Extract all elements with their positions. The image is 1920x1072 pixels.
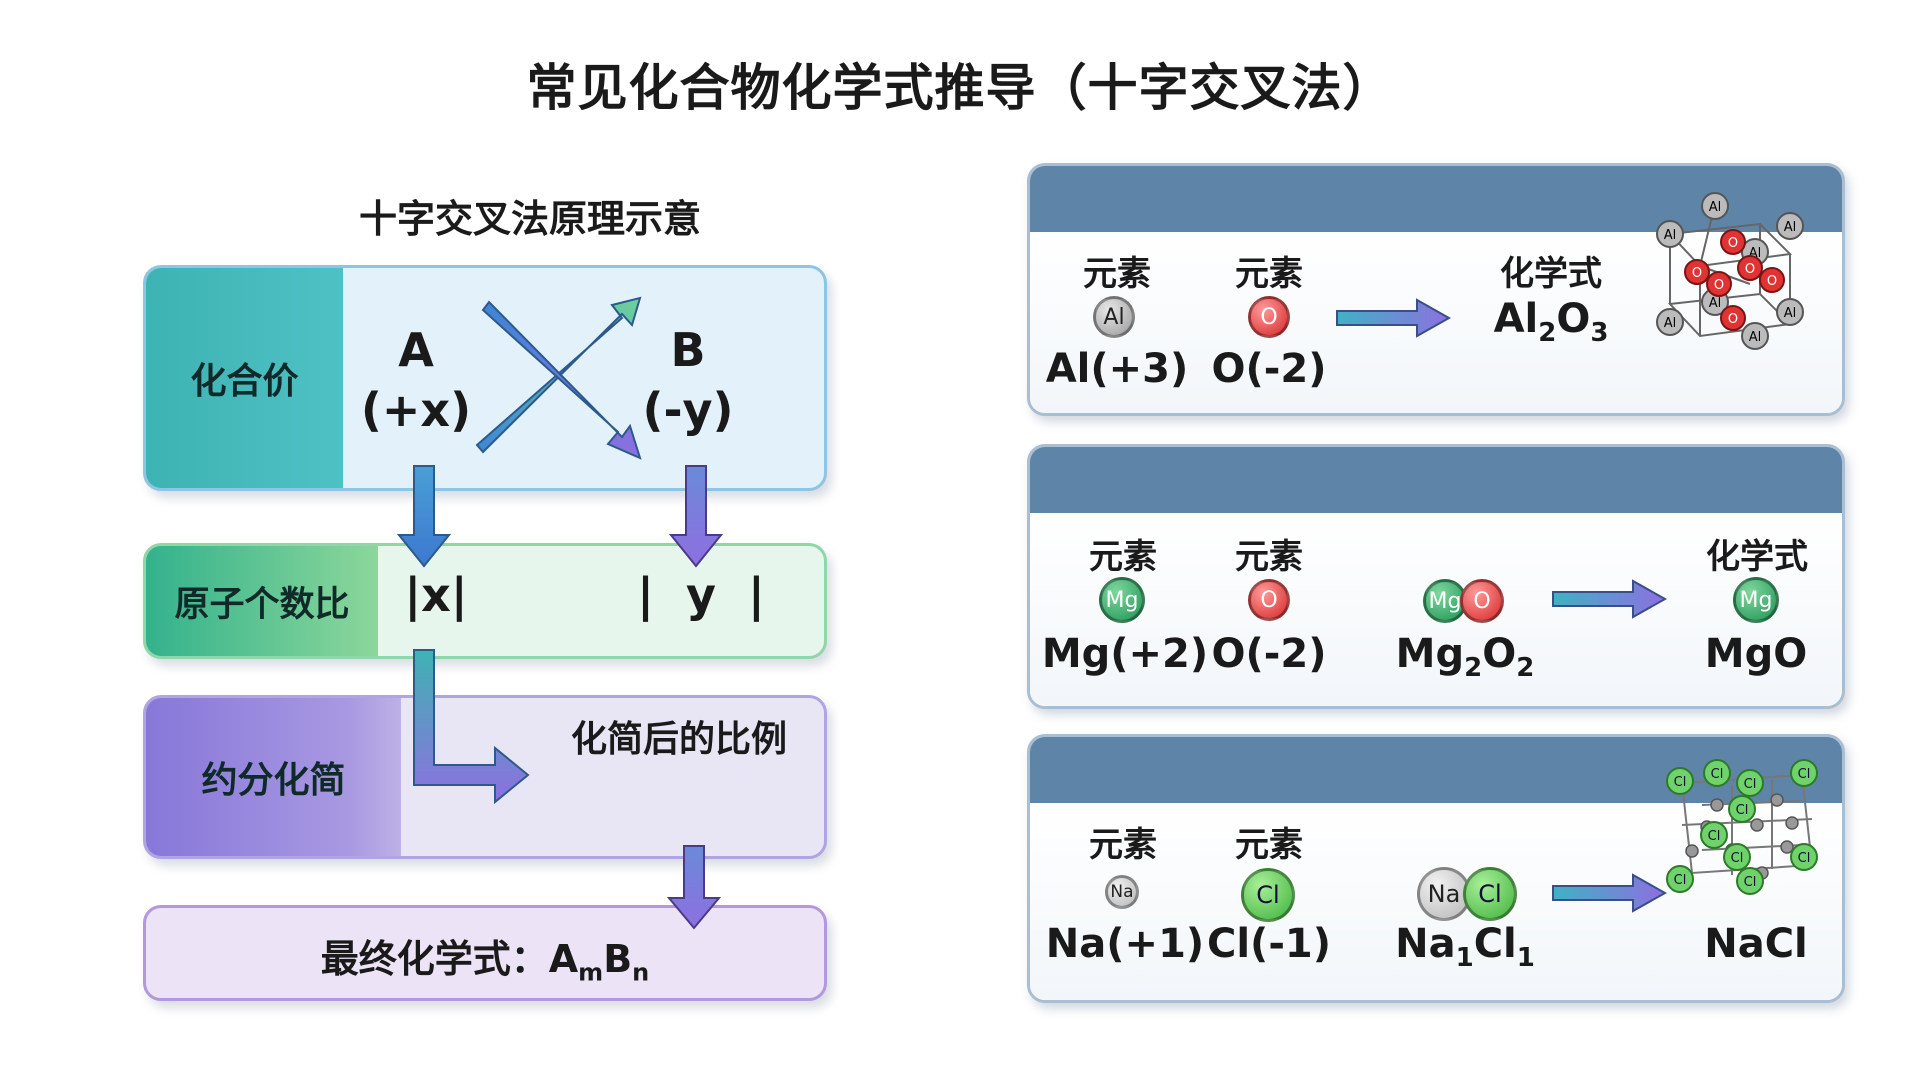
atom-icon: O: [1248, 579, 1290, 621]
svg-text:O: O: [1767, 274, 1777, 289]
valence-b: (-y): [642, 383, 734, 437]
result-formula: Al2O3: [1493, 296, 1609, 348]
svg-text:Cl: Cl: [1708, 829, 1721, 844]
svg-text:Al: Al: [1664, 316, 1677, 331]
crystal-lattice-icon: Al Al Al Al Al Al Al Al O O O O O O: [1656, 192, 1804, 350]
element-label: 元素: [1235, 825, 1303, 865]
reduce-label: 约分化简: [146, 698, 401, 856]
svg-text:Cl: Cl: [1744, 875, 1757, 890]
svg-text:Cl: Cl: [1736, 803, 1749, 818]
example-card-mgo: 元素 Mg Mg(+2) 元素 O O(-2) Mg O Mg2O2 化学式 M…: [1027, 444, 1845, 709]
svg-text:O: O: [1728, 312, 1738, 327]
svg-text:Cl: Cl: [1798, 767, 1811, 782]
ratio-box: 原子个数比 |x| | y |: [143, 543, 827, 659]
svg-text:Cl: Cl: [1674, 775, 1687, 790]
valence-2: O(-2): [1211, 631, 1327, 677]
intermediate-formula: Mg2O2: [1395, 631, 1535, 683]
element-label: 元素: [1235, 254, 1303, 294]
element-a: A: [398, 323, 434, 377]
intermediate-formula: Na1Cl1: [1395, 921, 1535, 973]
final-b: B: [603, 937, 633, 981]
valence-2: O(-2): [1211, 346, 1327, 392]
valence-2: Cl(-1): [1206, 921, 1332, 967]
svg-text:Cl: Cl: [1744, 777, 1757, 792]
ratio-label: 原子个数比: [146, 546, 378, 656]
final-a: A: [548, 937, 579, 981]
svg-text:O: O: [1745, 262, 1755, 277]
valence-label: 化合价: [146, 268, 343, 488]
valence-1: Mg(+2): [1041, 631, 1209, 677]
element-label: 元素: [1089, 825, 1157, 865]
principle-subtitle: 十字交叉法原理示意: [358, 197, 701, 241]
svg-text:Al: Al: [1749, 330, 1762, 345]
svg-text:O: O: [1714, 278, 1724, 293]
svg-text:O: O: [1728, 236, 1738, 251]
final-m: m: [578, 958, 604, 987]
atom-icon: Mg: [1733, 577, 1779, 623]
svg-text:Cl: Cl: [1711, 767, 1724, 782]
atom-icon: Cl: [1241, 868, 1295, 922]
card-header: [1030, 447, 1842, 513]
svg-text:Cl: Cl: [1731, 851, 1744, 866]
svg-text:Al: Al: [1664, 228, 1677, 243]
right-arrow-icon: [1552, 873, 1668, 913]
result-label: 化学式: [1706, 537, 1808, 577]
result-formula: NaCl: [1704, 921, 1808, 967]
svg-text:Al: Al: [1784, 220, 1797, 235]
element-label: 元素: [1235, 537, 1303, 577]
example-card-nacl: 元素 Na Na(+1) 元素 Cl Cl(-1) Na Cl Na1Cl1 N…: [1027, 734, 1845, 1003]
atom-icon: Cl: [1463, 867, 1517, 921]
valence-a: (+x): [360, 383, 472, 437]
svg-text:Al: Al: [1784, 306, 1797, 321]
atom-icon: Mg: [1423, 579, 1467, 623]
atom-icon: Mg: [1099, 577, 1145, 623]
right-arrow-icon: [1336, 298, 1452, 338]
svg-text:Al: Al: [1709, 200, 1722, 215]
valence-1: Na(+1): [1045, 921, 1205, 967]
valence-1: Al(+3): [1045, 346, 1189, 392]
ratio-b: | y |: [637, 568, 765, 622]
svg-text:Cl: Cl: [1674, 873, 1687, 888]
final-prefix: 最终化学式：: [320, 937, 549, 981]
atom-icon: O: [1248, 296, 1290, 338]
reduce-result-label: 化简后的比例: [571, 719, 788, 760]
svg-text:O: O: [1692, 266, 1702, 281]
reduce-box: 约分化简 化简后的比例: [143, 695, 827, 859]
svg-text:Cl: Cl: [1798, 851, 1811, 866]
example-card-al2o3: 元素 Al Al(+3) 元素 O O(-2) 化学式 Al2O3 Al Al …: [1027, 163, 1845, 416]
svg-text:Al: Al: [1709, 296, 1722, 311]
element-label: 元素: [1083, 254, 1151, 294]
result-label: 化学式: [1500, 254, 1602, 294]
atom-icon: Al: [1093, 296, 1135, 338]
crystal-lattice-icon: Cl Cl Cl Cl Cl Cl Cl Cl Cl Cl: [1666, 759, 1818, 895]
element-label: 元素: [1089, 537, 1157, 577]
final-formula-box: 最终化学式：AmBn: [143, 905, 827, 1001]
page-title: 常见化合物化学式推导（十字交叉法）: [526, 59, 1394, 117]
ratio-a: |x|: [404, 568, 468, 622]
atom-icon: Na: [1105, 875, 1139, 909]
final-n: n: [632, 958, 650, 987]
atom-icon: O: [1460, 579, 1504, 623]
right-arrow-icon: [1552, 579, 1668, 619]
result-formula: MgO: [1704, 631, 1808, 677]
valence-box: 化合价 A (+x) B (-y): [143, 265, 827, 491]
element-b: B: [670, 323, 706, 377]
final-formula: 最终化学式：AmBn: [146, 928, 824, 987]
